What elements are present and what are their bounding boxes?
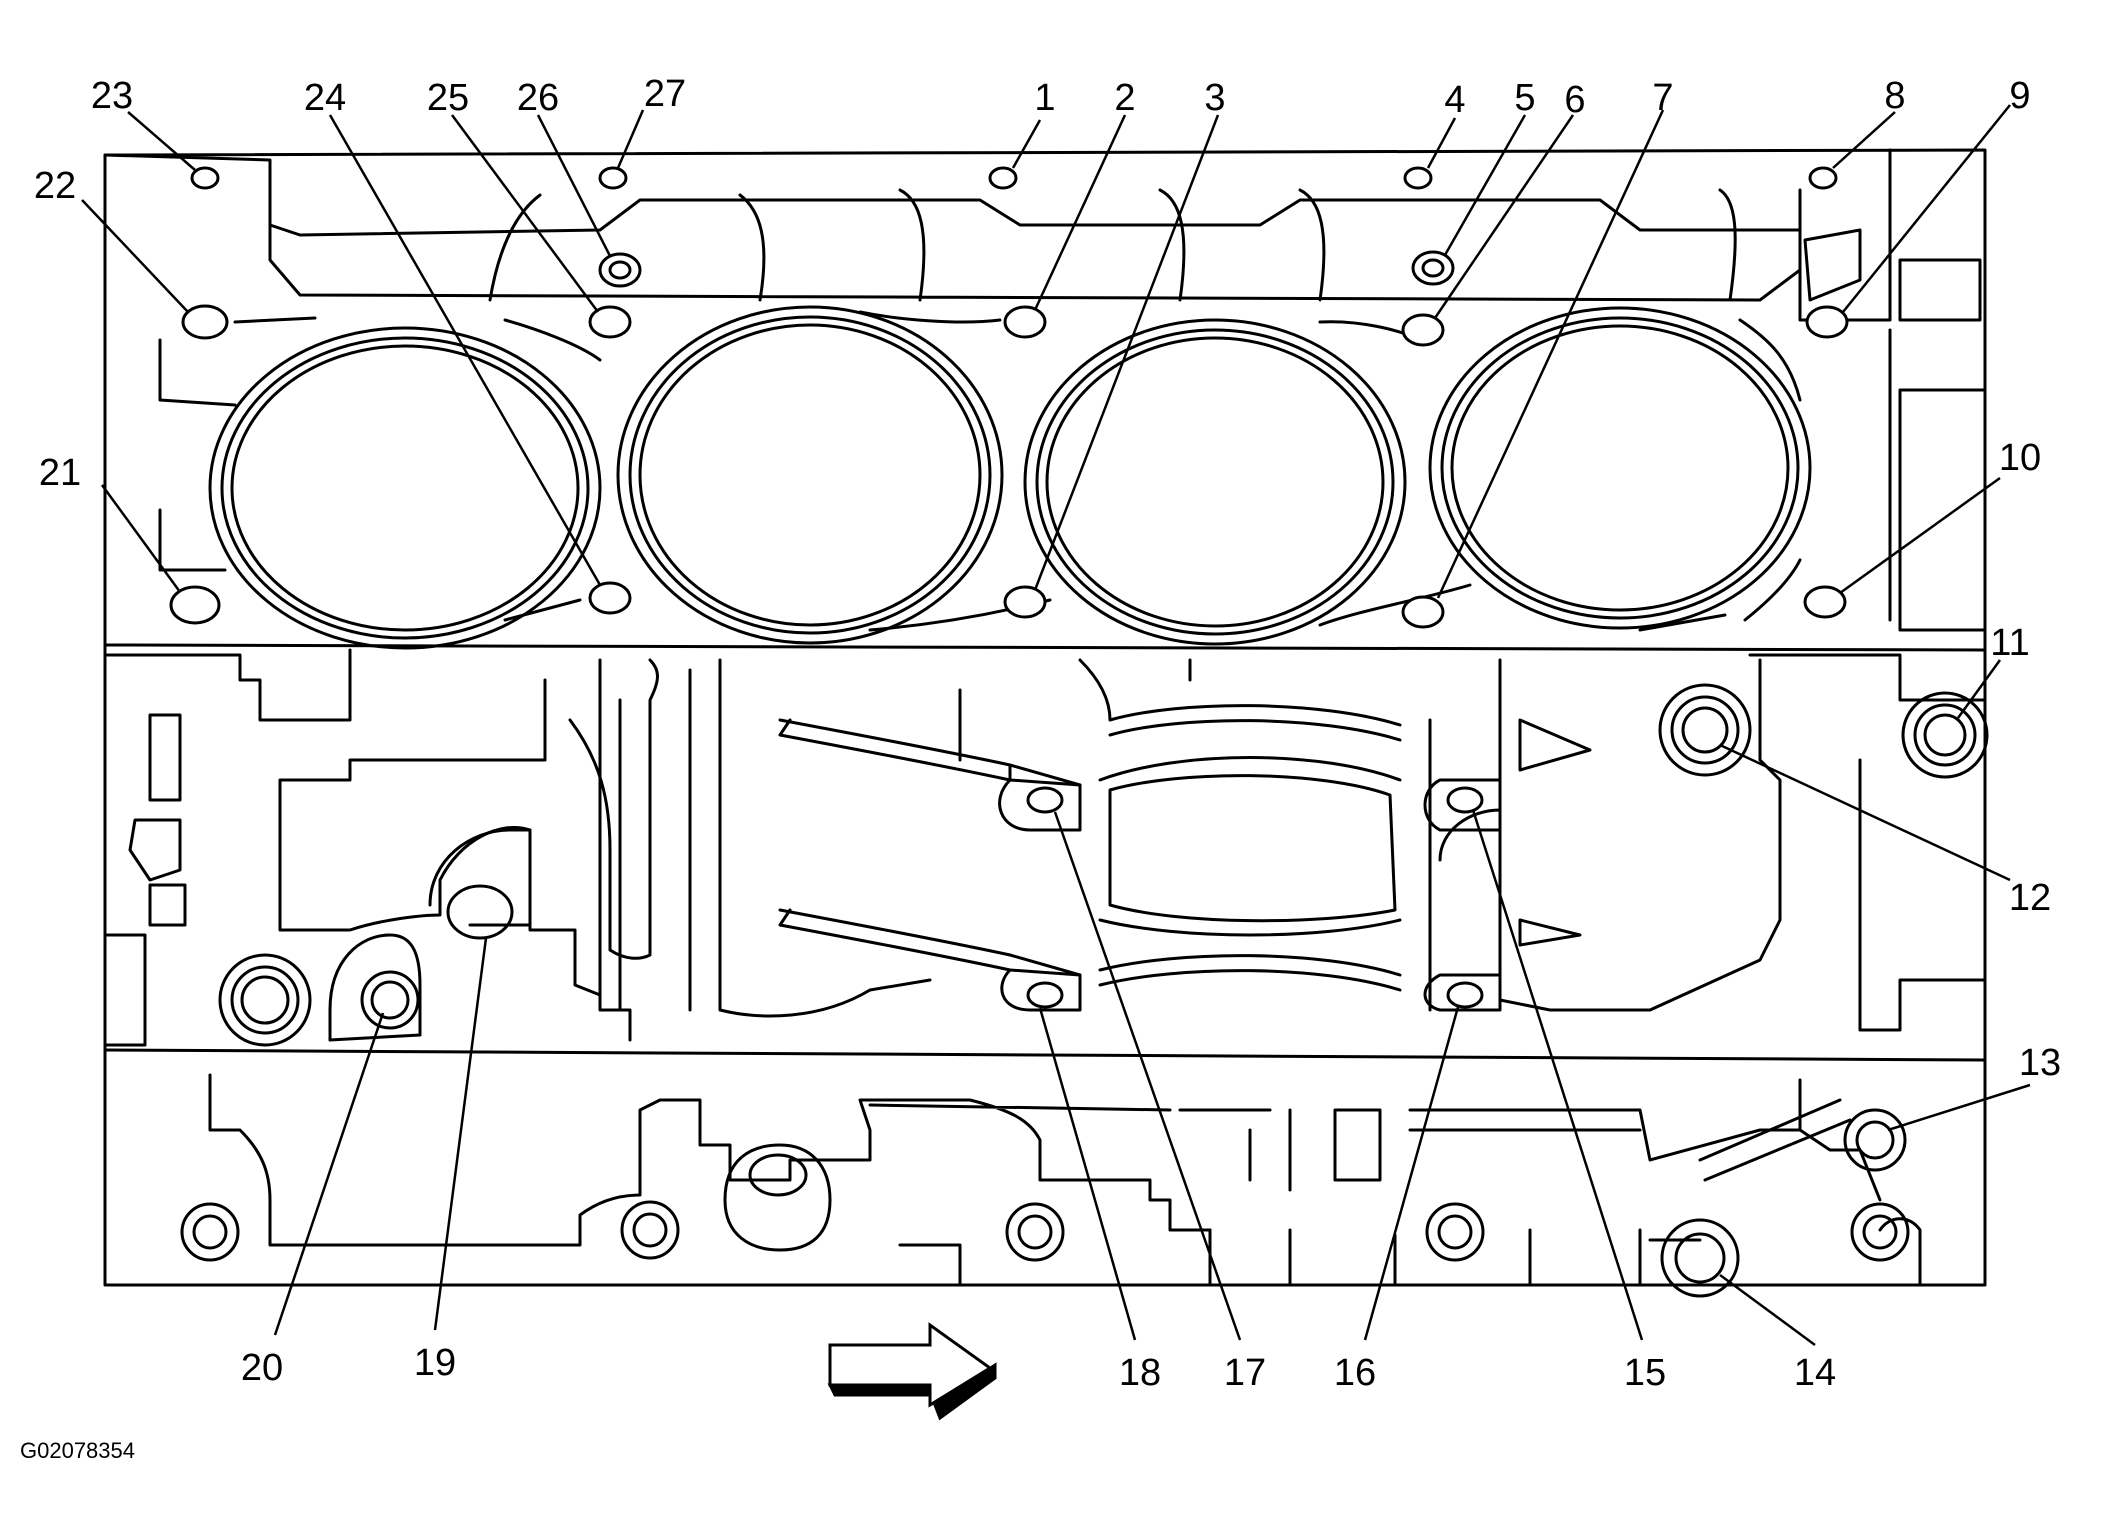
- callout-22: 22: [34, 165, 76, 207]
- callout-2: 2: [1114, 77, 1135, 119]
- callout-14: 14: [1794, 1352, 1836, 1394]
- cylinder-bore-1: [208, 326, 602, 650]
- arrow-right-icon: [827, 1322, 997, 1421]
- lower-skirt-rib: [778, 908, 1082, 977]
- right-side-pockets: [1803, 228, 1987, 632]
- main-bearing-pad-lower: [1000, 968, 1502, 1012]
- callout-16: 16: [1334, 1352, 1376, 1394]
- leader-lines: [81, 104, 2031, 1347]
- oil-passage-pocket: [328, 933, 422, 1042]
- pan-bolt-boss-e: [1850, 1202, 1910, 1262]
- callout-25: 25: [427, 77, 469, 119]
- pan-bolt-boss-d: [1425, 1202, 1485, 1262]
- callout-17: 17: [1224, 1352, 1266, 1394]
- cylinder-bore-4: [1428, 306, 1812, 630]
- callout-10: 10: [1999, 437, 2041, 479]
- callout-23: 23: [91, 75, 133, 117]
- center-main-web: [568, 658, 932, 1018]
- callout-3: 3: [1204, 77, 1225, 119]
- callout-15: 15: [1624, 1352, 1666, 1394]
- upper-skirt-rib: [778, 718, 1082, 787]
- oil-gallery-cover: [428, 828, 532, 927]
- lower-pan-ribs: [898, 1098, 1852, 1287]
- figure-id: G02078354: [20, 1438, 135, 1463]
- lower-bolt-boss-20: [360, 970, 420, 1030]
- pan-bolt-boss-a: [180, 1202, 240, 1262]
- callout-labels: 1 2 3 4 5 6 7 8 9 10 11 12 13 14 15 16 1…: [34, 73, 2061, 1394]
- cylinder-bore-2: [616, 305, 1004, 645]
- callout-27: 27: [644, 73, 686, 115]
- callout-26: 26: [517, 77, 559, 119]
- left-side-details: [103, 658, 632, 1047]
- callout-13: 13: [2019, 1042, 2061, 1084]
- oil-filter-boss: [723, 1143, 832, 1252]
- callout-8: 8: [1884, 75, 1905, 117]
- top-water-jacket: [268, 183, 1802, 302]
- callout-6: 6: [1564, 79, 1585, 121]
- pan-bolt-boss-c: [1005, 1202, 1065, 1262]
- left-lower-boss: [218, 953, 312, 1047]
- main-bearing-pad-upper: [998, 778, 1502, 832]
- callout-1: 1: [1034, 77, 1055, 119]
- block-outline: [103, 148, 1987, 1287]
- oil-gallery-plug-19: [446, 884, 514, 940]
- deck-top-rail: [103, 148, 1892, 322]
- callout-12: 12: [2009, 877, 2051, 919]
- callout-20: 20: [241, 1347, 283, 1389]
- center-window: [1098, 756, 1402, 992]
- pan-bolt-boss-b: [620, 1200, 680, 1260]
- right-crankcase: [1498, 658, 1987, 1032]
- cylinder-bore-3: [1023, 318, 1407, 646]
- crankcase-rail: [103, 648, 1987, 1062]
- callout-9: 9: [2009, 75, 2030, 117]
- callout-7: 7: [1652, 77, 1673, 119]
- pan-bolt-boss-14: [1660, 1218, 1740, 1298]
- right-boss-11: [1901, 691, 1989, 779]
- head-bolt-holes: [169, 166, 1849, 1009]
- deck-lower-edge: [103, 643, 1987, 652]
- callout-5: 5: [1514, 77, 1535, 119]
- callout-11: 11: [1990, 622, 2029, 664]
- callout-19: 19: [414, 1342, 456, 1384]
- pan-bolt-boss-13: [1843, 1108, 1907, 1172]
- callout-24: 24: [304, 77, 346, 119]
- coolant-slots: [158, 310, 1802, 632]
- callout-21: 21: [39, 452, 81, 494]
- right-boss-12: [1658, 683, 1752, 777]
- oil-pan-rail: [208, 1073, 1922, 1287]
- center-bore-bridge: [958, 658, 1502, 1012]
- callout-18: 18: [1119, 1352, 1161, 1394]
- callout-4: 4: [1444, 79, 1465, 121]
